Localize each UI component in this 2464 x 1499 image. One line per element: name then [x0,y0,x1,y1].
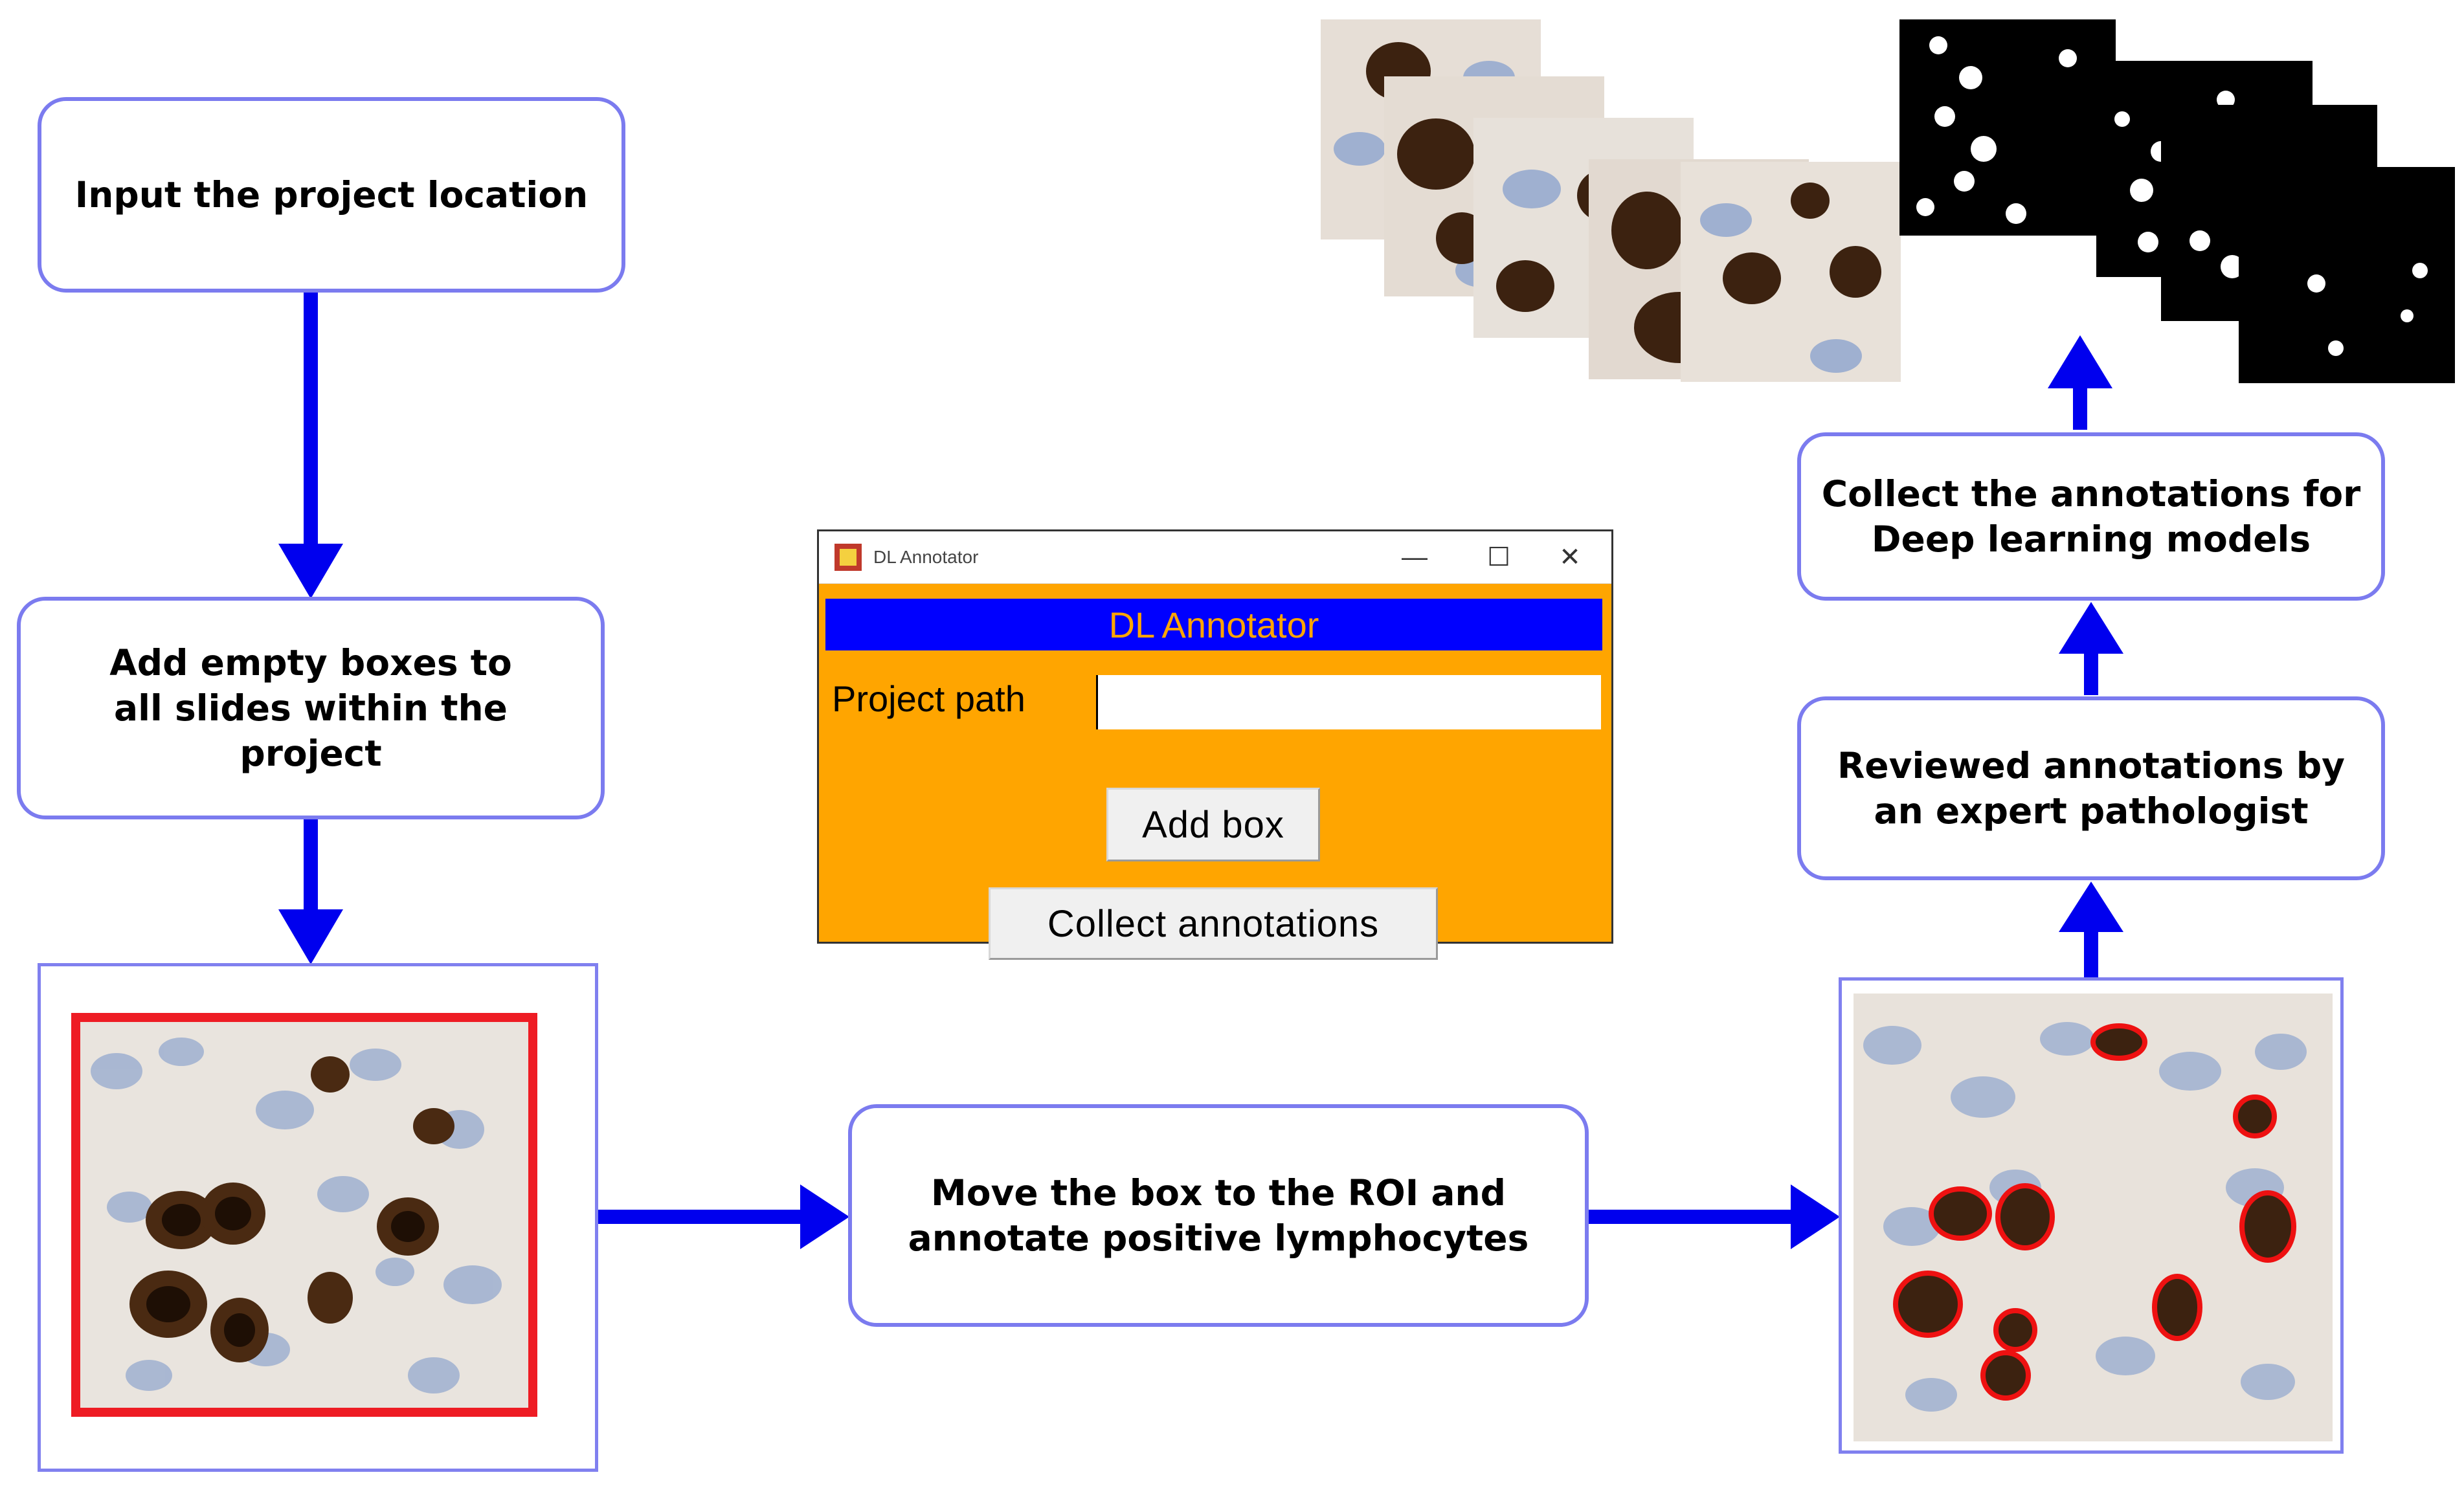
dl-annotator-window: DL Annotator — ☐ ✕ DL Annotator Project … [817,529,1613,960]
arrowhead-roi [278,909,343,964]
arrowhead-reviewed [2059,882,2123,932]
arrowhead-collect [2059,602,2123,654]
mask-stack-4 [2239,167,2455,383]
step-move-box-annotate-label: Move the box to the ROI and annotate pos… [908,1172,1529,1259]
arrowhead-masks [2048,335,2112,388]
step-reviewed-annotations-label: Reviewed annotations by an expert pathol… [1837,745,2346,832]
step-move-box-annotate: Move the box to the ROI and annotate pos… [848,1104,1589,1327]
minimize-icon[interactable]: — [1402,542,1428,572]
arrowhead-add-boxes [278,544,343,599]
step-reviewed-annotations: Reviewed annotations by an expert pathol… [1797,696,2385,880]
roi-box [71,1013,537,1417]
maximize-icon[interactable]: ☐ [1487,543,1510,572]
app-banner: DL Annotator [825,599,1602,650]
arrowhead-move [800,1184,849,1249]
step-add-empty-boxes-label: Add empty boxes to all slides within the… [109,642,512,774]
project-path-label: Project path [832,678,1025,719]
step-collect-annotations: Collect the annotations for Deep learnin… [1797,432,2385,601]
step-add-empty-boxes: Add empty boxes to all slides within the… [17,597,605,819]
step-input-project-location-label: Input the project location [74,174,588,216]
mask-stack-1 [1899,19,2116,236]
step-input-project-location: Input the project location [38,97,625,293]
add-box-button[interactable]: Add box [1106,788,1320,861]
app-icon [834,544,862,571]
window-titlebar[interactable]: DL Annotator — ☐ ✕ [819,531,1611,584]
close-icon[interactable]: ✕ [1559,543,1581,572]
tissue-image-with-roi-box [71,1013,537,1417]
step-collect-annotations-label: Collect the annotations for Deep learnin… [1821,473,2361,560]
patch-stack-tissue-5 [1681,162,1901,382]
arrowhead-annotated [1791,1184,1840,1249]
window-title: DL Annotator [873,547,979,567]
tissue-image-annotated [1854,994,2333,1441]
collect-annotations-button[interactable]: Collect annotations [989,887,1438,960]
project-path-input[interactable] [1096,675,1601,729]
roi-image-frame [38,963,598,1472]
annotated-image-frame [1839,977,2344,1454]
